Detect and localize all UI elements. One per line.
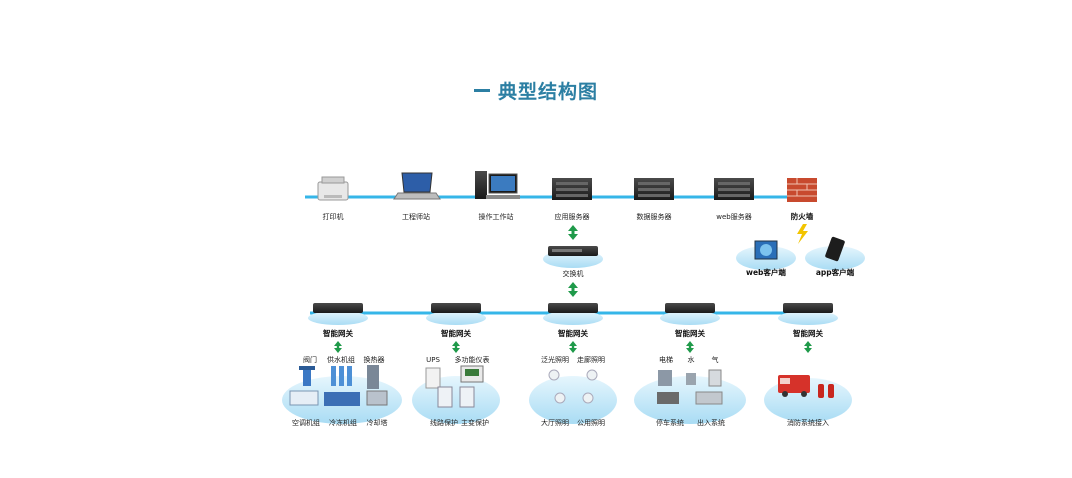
bidirectional-arrow-icon [452, 341, 460, 353]
label-gateway-3: 智能网关 [558, 328, 588, 338]
label-gateway-5: 智能网关 [793, 328, 823, 338]
elevator-icon [658, 370, 672, 386]
label-app-server: 应用服务器 [555, 212, 590, 221]
label-cooling-tower: 冷却塔 [367, 418, 388, 427]
fire-truck-icon [778, 375, 810, 397]
web-client-icon [754, 240, 778, 260]
water-meter-icon [686, 373, 696, 385]
laptop-icon [393, 172, 441, 200]
ups-icon [425, 367, 441, 389]
gateway-5 [778, 303, 838, 325]
label-water: 水 [688, 355, 695, 364]
label-hall-light: 大厅照明 [541, 418, 569, 427]
label-data-server: 数据服务器 [637, 212, 672, 221]
title-text: 典型结构图 [497, 81, 598, 103]
gateway-icon [313, 303, 363, 313]
cooling-tower-icon [366, 390, 388, 406]
label-web-server: web服务器 [716, 212, 751, 221]
label-floodlight: 泛光照明 [541, 355, 569, 364]
ac-unit-icon [289, 390, 319, 406]
workstation-icon [475, 171, 520, 199]
line-protection-icon [437, 386, 453, 408]
hall-bulb-icon [554, 392, 566, 404]
label-gateway-2: 智能网关 [441, 328, 471, 338]
gateway-icon [431, 303, 481, 313]
public-bulb-icon [582, 392, 594, 404]
bidirectional-arrow-icon [686, 341, 694, 353]
gateway-3 [543, 303, 603, 325]
firewall-icon [787, 178, 817, 202]
bidirectional-arrow-icon [568, 225, 578, 240]
label-corridor-light: 走廊照明 [577, 355, 605, 364]
floodlight-bulb-icon [548, 369, 560, 381]
switch-icon [548, 246, 598, 256]
data-server-icon [634, 178, 674, 200]
label-operator-station: 操作工作站 [479, 212, 514, 221]
web-server-icon [714, 178, 754, 200]
bidirectional-arrow-icon [804, 341, 812, 353]
bidirectional-arrow-icon [568, 282, 578, 297]
title-dash [473, 89, 490, 92]
gateway-icon [548, 303, 598, 313]
smartphone-icon [825, 236, 845, 262]
gateway-4 [660, 303, 720, 325]
label-ups: UPS [426, 356, 440, 364]
label-chiller: 冷冻机组 [329, 418, 357, 427]
bidirectional-arrow-icon [569, 341, 577, 353]
gateway-icon [665, 303, 715, 313]
chiller-icon [324, 392, 360, 406]
heat-exchanger-icon [367, 365, 379, 389]
label-public-light: 公用照明 [577, 419, 605, 427]
label-ac-unit: 空调机组 [292, 418, 320, 427]
power-meter-icon [460, 365, 484, 383]
lightning-icon [797, 224, 808, 244]
transformer-protection-icon [459, 386, 475, 408]
label-line-protection: 线路保护 [430, 418, 458, 427]
label-elevator: 电梯 [659, 355, 673, 364]
diagram-title: 典型结构图 [0, 77, 1072, 104]
label-gas: 气 [712, 355, 719, 364]
label-printer: 打印机 [323, 212, 344, 221]
label-water-pump: 供水机组 [327, 355, 355, 364]
label-valve: 阀门 [303, 355, 317, 364]
water-pump-icon [331, 366, 352, 386]
printer-icon [317, 176, 349, 201]
gateway-1 [308, 303, 368, 325]
label-firewall: 防火墙 [791, 211, 814, 221]
building-group-disc [634, 376, 746, 424]
label-transformer-protection: 主变保护 [461, 418, 489, 427]
label-heat-exchanger: 换热器 [364, 355, 385, 364]
corridor-bulb-icon [586, 369, 598, 381]
label-web-client: web客户端 [746, 267, 786, 277]
label-parking-system: 停车系统 [656, 418, 684, 427]
gateway-2 [426, 303, 486, 325]
label-access-system: 出入系统 [697, 418, 725, 427]
app-server-icon [552, 178, 592, 200]
bidirectional-arrow-icon [334, 341, 342, 353]
fire-extinguisher-icon [818, 384, 834, 398]
access-control-icon [695, 391, 723, 405]
label-gateway-4: 智能网关 [675, 328, 705, 338]
label-switch: 交换机 [563, 269, 584, 278]
label-fire-system: 消防系统接入 [787, 418, 829, 427]
label-app-client: app客户端 [816, 267, 855, 277]
gateway-icon [783, 303, 833, 313]
parking-system-icon [657, 392, 679, 404]
valve-icon [299, 366, 315, 386]
gas-meter-icon [708, 369, 722, 387]
lighting-group-disc [529, 376, 617, 424]
label-power-meter: 多功能仪表 [455, 355, 490, 364]
label-gateway-1: 智能网关 [323, 328, 353, 338]
label-engineer-station: 工程师站 [402, 212, 430, 221]
power-group-disc [412, 376, 500, 424]
